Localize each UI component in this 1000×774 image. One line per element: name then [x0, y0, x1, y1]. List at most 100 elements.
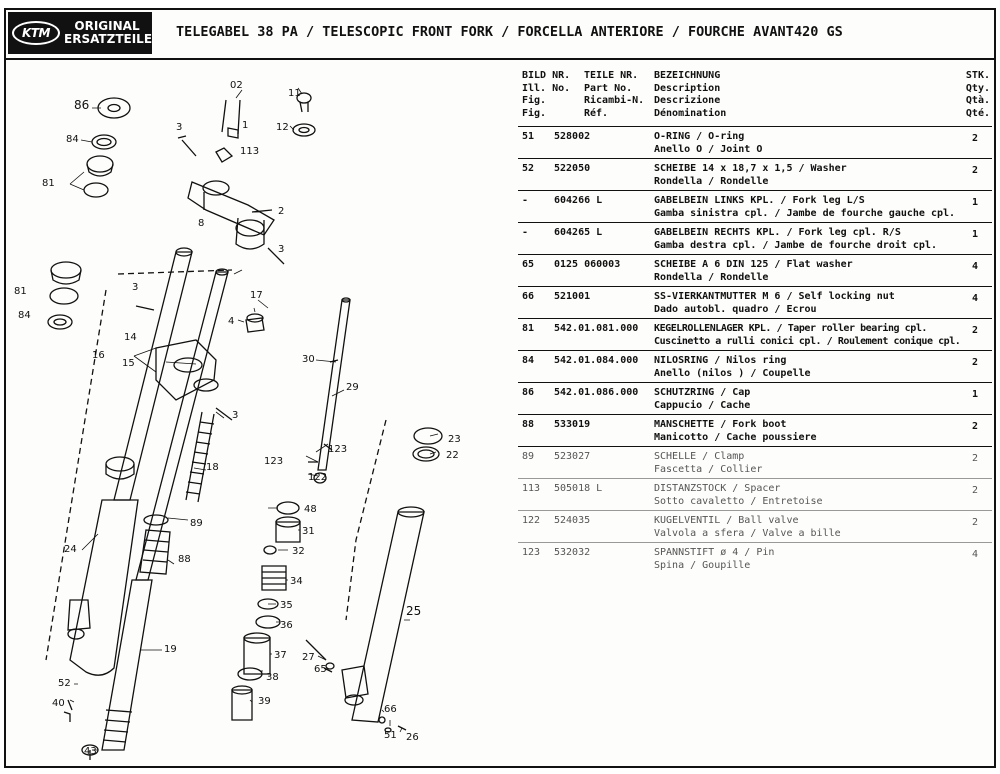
- part-qty: 2: [971, 421, 978, 432]
- desc-line2: Valvola a sfera / Valve a bille: [654, 527, 841, 539]
- callout-1: 1: [242, 120, 249, 131]
- header-part-de: TEILE NR.: [584, 70, 639, 81]
- header-part-en: Part No.: [584, 82, 633, 94]
- part-qty: 2: [971, 357, 978, 368]
- table-row: 52 522050 SCHEIBE 14 x 18,7 x 1,5 / Wash…: [518, 159, 992, 191]
- desc-line2: Rondella / Rondelle: [654, 271, 769, 283]
- header-qty-fr: Qté.: [965, 107, 990, 119]
- desc-line1: DISTANZSTOCK / Spacer: [654, 483, 781, 494]
- part-number: 533019: [554, 419, 591, 430]
- callout-4: 4: [228, 316, 235, 327]
- fig-number: 88: [522, 419, 535, 430]
- callout-88: 88: [178, 554, 191, 565]
- desc-line1: SCHEIBE 14 x 18,7 x 1,5 / Washer: [654, 163, 847, 174]
- callout-51: 51: [384, 730, 397, 741]
- desc-line2: Manicotto / Cache poussiere: [654, 431, 817, 443]
- callout-18: 18: [206, 462, 219, 473]
- part-description: KEGELROLLENLAGER KPL. / Taper roller bea…: [654, 323, 961, 348]
- callout-30: 30: [302, 354, 315, 365]
- part-qty: 2: [971, 485, 978, 496]
- callout-37: 37: [274, 650, 287, 661]
- callout-65: 65: [314, 664, 327, 675]
- part-description: GABELBEIN RECHTS KPL. / Fork leg cpl. R/…: [654, 227, 937, 252]
- callout-22: 22: [446, 450, 459, 461]
- ktm-logo: KTM ORIGINAL ERSATZTEILE: [8, 12, 152, 54]
- desc-line1: GABELBEIN LINKS KPL. / Fork leg L/S: [654, 195, 865, 206]
- logo-ersatzteile-text: ERSATZTEILE: [64, 32, 153, 46]
- part-number: 521001: [554, 291, 591, 302]
- callout-3: 3: [278, 244, 285, 255]
- part-number: 523027: [554, 451, 591, 462]
- desc-line2: Anello (nilos ) / Coupelle: [654, 367, 811, 379]
- part-number: 522050: [554, 163, 591, 174]
- desc-line2: Sotto cavaletto / Entretoise: [654, 495, 823, 507]
- callout-48: 48: [304, 504, 317, 515]
- table-row: 65 0125 060003 SCHEIBE A 6 DIN 125 / Fla…: [518, 255, 992, 287]
- part-description: SS-VIERKANTMUTTER M 6 / Self locking nut…: [654, 291, 895, 316]
- part-qty: 1: [971, 389, 978, 400]
- callout-84: 84: [66, 134, 79, 145]
- callout-25: 25: [406, 604, 422, 618]
- exploded-fork-diagram: 86 84 81 02 1 3 113 11 12 2 8 3 81 84 3 …: [6, 60, 512, 768]
- callout-52: 52: [58, 678, 71, 689]
- fig-number: -: [522, 227, 529, 238]
- desc-line1: SCHEIBE A 6 DIN 125 / Flat washer: [654, 259, 853, 270]
- fig-number: 84: [522, 355, 535, 366]
- callout-35: 35: [280, 600, 293, 611]
- header-part-fr: Réf.: [584, 107, 609, 119]
- ktm-brand-text: KTM: [22, 26, 50, 40]
- desc-line2: Cappucio / Cache: [654, 399, 751, 411]
- bearing-81-drawing: [86, 155, 114, 173]
- header-fig-en: Ill. No.: [522, 82, 571, 94]
- desc-line1: SCHUTZRING / Cap: [654, 387, 751, 398]
- header-qty-en: Qty.: [965, 82, 990, 94]
- header-fig-column: BILD NR. Ill. No. Fig. Fig.: [522, 70, 570, 120]
- sheet-header: KTM ORIGINAL ERSATZTEILE TELEGABEL 38 PA…: [6, 10, 994, 60]
- callout-12: 12: [276, 122, 289, 133]
- header-fig-de: BILD NR.: [522, 70, 571, 81]
- fig-number: 51: [522, 131, 535, 142]
- callout-8: 8: [198, 218, 205, 229]
- desc-line1: O-RING / O-ring: [654, 131, 745, 142]
- callout-15: 15: [122, 358, 135, 369]
- table-row: 81 542.01.081.000 KEGELROLLENLAGER KPL. …: [518, 319, 992, 351]
- header-part-column: TEILE NR. Part No. Ricambi-N. Réf.: [584, 70, 644, 120]
- callout-123: 123: [264, 456, 284, 467]
- part-qty: 2: [971, 133, 978, 144]
- fig-number: 123: [522, 547, 541, 558]
- part-qty: 2: [971, 325, 978, 336]
- callout-34: 34: [290, 576, 303, 587]
- desc-line2: Anello O / Joint O: [654, 143, 763, 155]
- header-desc-en: Description: [654, 82, 721, 94]
- parts-table-header: BILD NR. Ill. No. Fig. Fig. TEILE NR. Pa…: [518, 68, 992, 127]
- fig-number: 65: [522, 259, 535, 270]
- fig-number: 122: [522, 515, 541, 526]
- callout-14: 14: [124, 332, 137, 343]
- header-desc-fr: Dénomination: [654, 107, 727, 119]
- fork-boot-drawing: [139, 529, 171, 575]
- callout-81: 81: [14, 286, 27, 297]
- fig-number: 52: [522, 163, 535, 174]
- desc-line1: MANSCHETTE / Fork boot: [654, 419, 787, 430]
- desc-line1: SPANNSTIFT ø 4 / Pin: [654, 547, 775, 558]
- callout-3: 3: [132, 282, 139, 293]
- part-number: 0125 060003: [554, 259, 621, 270]
- callout-122: 122: [308, 472, 328, 483]
- part-qty: 2: [971, 453, 978, 464]
- left-stanchion-drawing: [113, 251, 193, 501]
- desc-line1: KEGELROLLENLAGER KPL. / Taper roller bea…: [654, 323, 927, 334]
- fig-number: 86: [522, 387, 535, 398]
- table-row: 66 521001 SS-VIERKANTMUTTER M 6 / Self l…: [518, 287, 992, 319]
- callout-31: 31: [302, 526, 315, 537]
- right-lower-tube-drawing: [101, 579, 153, 751]
- desc-line2: Cuscinetto a rulli conici cpl. / Rouleme…: [654, 335, 961, 347]
- fig-number: 89: [522, 451, 535, 462]
- part-qty: 4: [971, 261, 978, 272]
